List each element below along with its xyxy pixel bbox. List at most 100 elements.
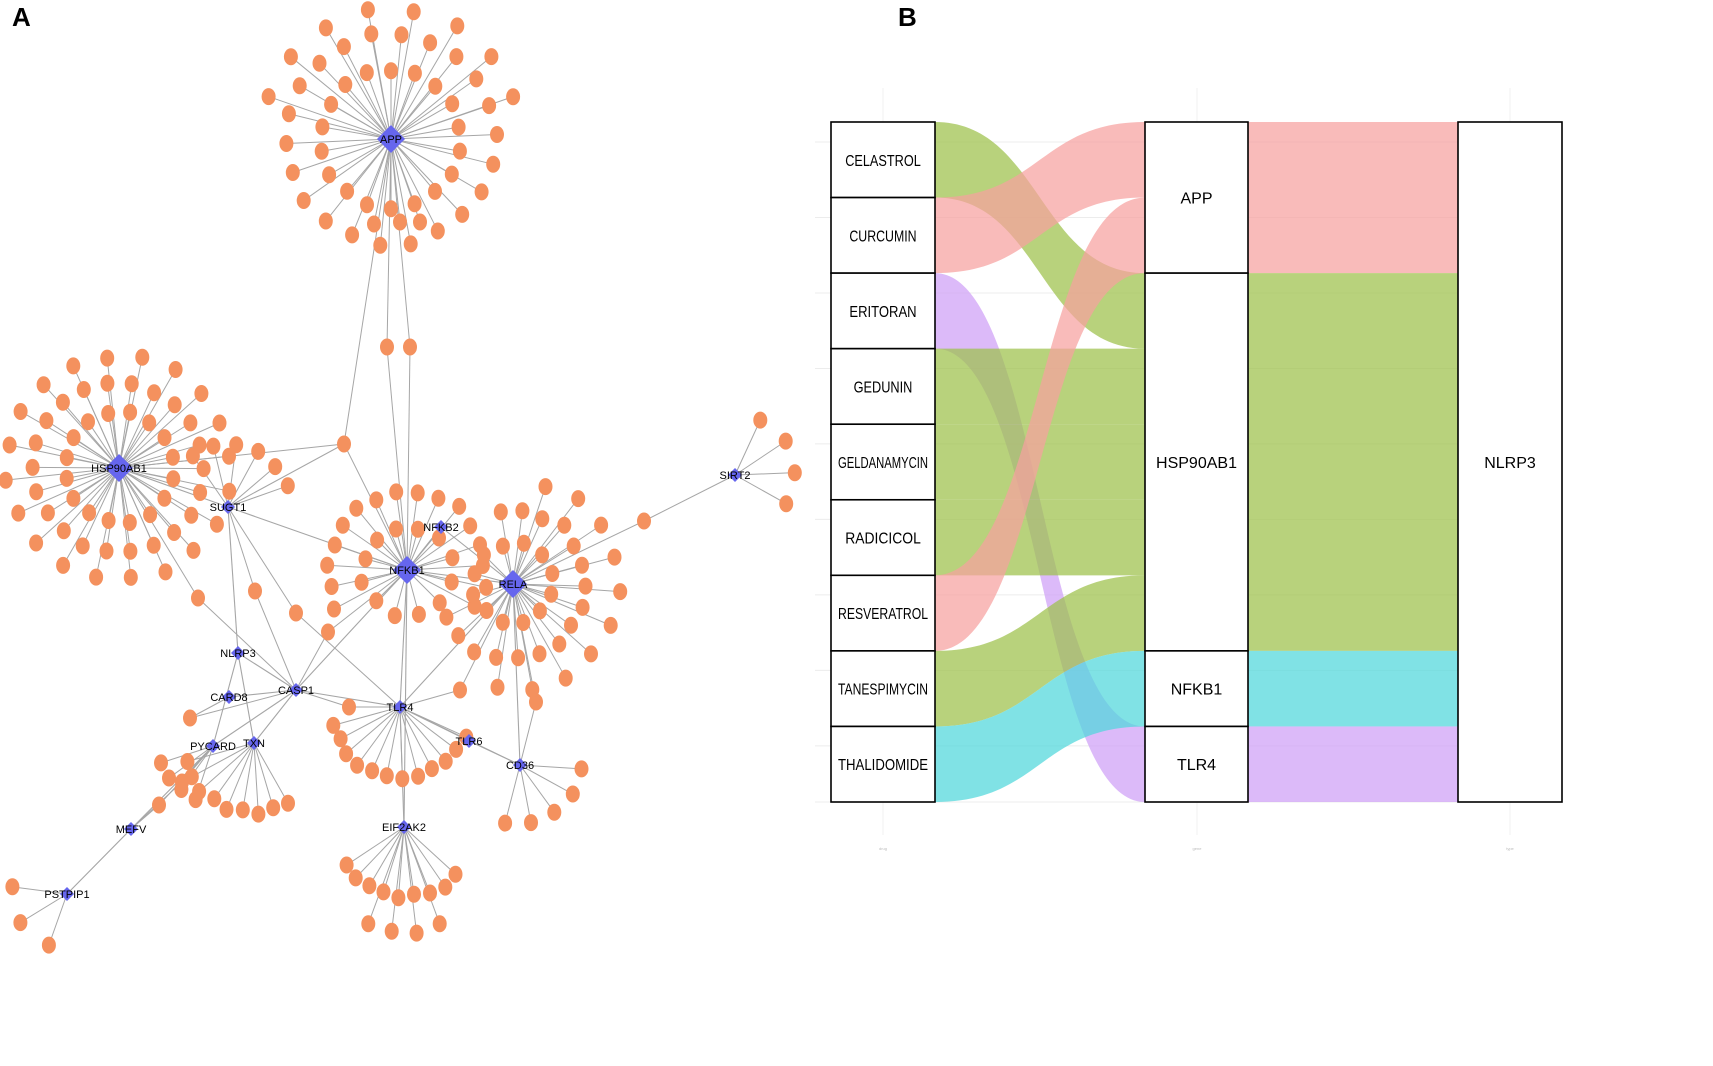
network-edge xyxy=(403,826,441,924)
compound-node xyxy=(101,512,116,529)
network-edge xyxy=(253,689,297,744)
network-edge xyxy=(512,518,543,585)
network-edge xyxy=(399,706,403,779)
network-edge xyxy=(118,383,133,469)
sankey-flow-nfkb1-nlrp3 xyxy=(1248,650,1458,727)
compound-node xyxy=(365,762,380,780)
network-edge xyxy=(406,346,411,571)
compound-node xyxy=(360,196,374,214)
compound-node xyxy=(452,497,467,515)
compound-node xyxy=(28,434,43,452)
network-edge xyxy=(327,569,408,633)
compound-node xyxy=(29,483,44,501)
network-edge xyxy=(399,569,408,708)
target-node-sirt2 xyxy=(728,468,742,482)
network-edge xyxy=(734,474,787,505)
network-edge xyxy=(299,85,392,140)
compound-node xyxy=(324,95,339,113)
compound-node xyxy=(373,236,388,254)
compound-node xyxy=(450,17,465,35)
network-edge xyxy=(355,826,405,879)
network-edge xyxy=(118,467,201,493)
network-edge xyxy=(512,583,621,593)
target-node-app xyxy=(377,125,405,153)
network-edge xyxy=(328,138,392,176)
target-node-rela xyxy=(499,570,527,598)
network-edge xyxy=(371,706,401,772)
compound-node xyxy=(143,506,158,524)
compound-node xyxy=(452,142,467,160)
compound-node xyxy=(424,760,439,778)
network-edge xyxy=(212,689,297,747)
compound-node xyxy=(100,374,115,392)
target-label-cd36: CD36 xyxy=(506,760,534,772)
compound-node xyxy=(13,914,28,932)
compound-node xyxy=(449,48,464,66)
target-node-nfkb1 xyxy=(393,556,421,584)
drug-label: RESVERATROL xyxy=(838,606,928,623)
compound-node xyxy=(431,489,446,507)
compound-node xyxy=(348,869,363,887)
network-edge xyxy=(254,590,297,691)
drug-label: CELASTROL xyxy=(845,153,921,170)
network-edge xyxy=(303,138,392,201)
network-edge xyxy=(379,138,392,246)
drug-label: CURCUMIN xyxy=(849,228,916,245)
network-edge xyxy=(191,742,255,778)
network-edge xyxy=(227,506,239,654)
target-node-tlr6 xyxy=(462,734,476,748)
network-edge xyxy=(118,404,176,469)
compound-node xyxy=(147,384,162,402)
compound-node xyxy=(455,205,470,223)
drug-label: RADICICOL xyxy=(845,531,921,548)
compound-node xyxy=(516,614,531,631)
network-edge xyxy=(198,742,255,792)
compound-node xyxy=(158,563,173,581)
compound-node xyxy=(448,865,463,883)
target-node-pycard xyxy=(206,739,220,753)
compound-node xyxy=(2,436,17,454)
compound-node xyxy=(430,222,445,240)
gene-box-hsp90ab1 xyxy=(1144,272,1249,652)
compound-node xyxy=(75,537,90,555)
compound-node xyxy=(56,556,71,574)
compound-node xyxy=(154,754,168,772)
target-label-nfkb2: NFKB2 xyxy=(423,522,458,534)
compound-node xyxy=(157,489,172,507)
target-node-eif2ak2 xyxy=(397,820,411,834)
network-edge xyxy=(390,34,402,140)
network-edge xyxy=(512,583,521,766)
network-edge xyxy=(512,583,567,679)
network-edge xyxy=(343,46,392,140)
compound-node xyxy=(380,338,394,356)
network-edge xyxy=(253,742,274,808)
compound-node xyxy=(165,448,180,466)
network-edge xyxy=(399,706,457,750)
compound-node xyxy=(403,338,417,356)
compound-node xyxy=(327,536,342,554)
compound-node xyxy=(362,877,377,895)
compound-node xyxy=(222,447,236,465)
gene-label: HSP90AB1 xyxy=(1156,455,1237,472)
compound-node xyxy=(565,785,580,803)
network-edge xyxy=(189,689,297,719)
network-edge xyxy=(118,392,155,469)
network-edge xyxy=(228,689,297,698)
sankey-flow-app-nlrp3 xyxy=(1248,122,1458,274)
network-edge xyxy=(118,467,192,516)
network-edge xyxy=(227,506,297,614)
network-edge xyxy=(345,706,401,755)
network-edge xyxy=(734,419,761,476)
compound-node xyxy=(339,856,354,874)
compound-node xyxy=(222,482,237,500)
panel-letter-b: B xyxy=(898,2,917,32)
compound-node xyxy=(432,529,446,547)
compound-node xyxy=(315,118,330,136)
compound-node xyxy=(438,878,453,896)
network-edge xyxy=(48,893,68,946)
compound-node xyxy=(183,709,197,727)
compound-node xyxy=(558,669,573,687)
network-edge xyxy=(403,826,418,934)
network-edge xyxy=(130,745,214,830)
network-edge xyxy=(325,27,392,140)
